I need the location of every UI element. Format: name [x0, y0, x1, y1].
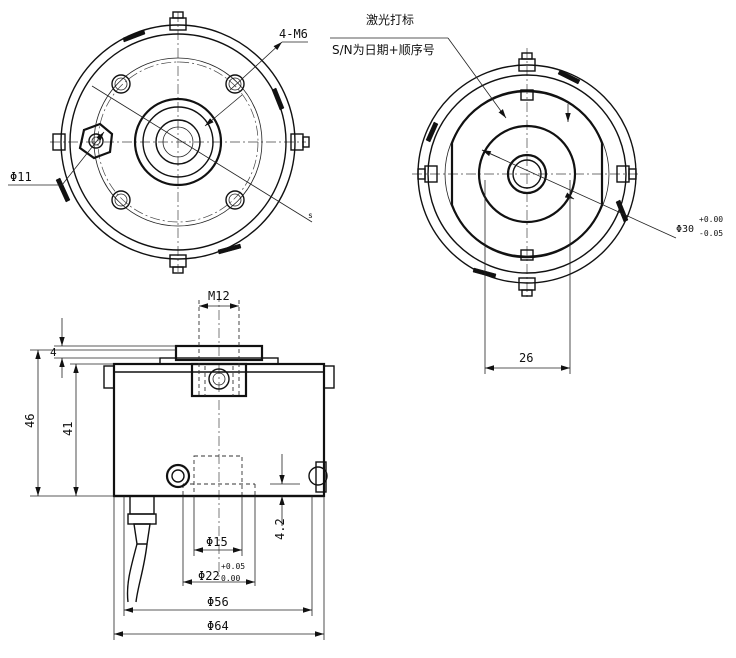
serial-note-label: S/N为日期+顺序号 [332, 42, 435, 57]
thread-m12-label: M12 [208, 289, 230, 303]
cable-gland-icon [78, 122, 114, 160]
dia-15-label: Φ15 [206, 535, 228, 549]
m6-hole [225, 190, 245, 210]
dim-41-label: 41 [61, 422, 75, 436]
dia-22-tol-upper: +0.05 [221, 562, 245, 571]
dia-64-label: Φ64 [207, 619, 229, 633]
top-view: Φ11 4-M6 s [8, 11, 313, 274]
dia-22-label: Φ22 [198, 569, 220, 583]
dim-4-label: 4 [50, 346, 57, 359]
dim-4-2-label: 4.2 [273, 518, 287, 540]
dia-22-tol-lower: 0.00 [221, 574, 240, 583]
dim-26-label: 26 [519, 351, 533, 365]
dim-46-label: 46 [23, 414, 37, 428]
thread-4m6-label: 4-M6 [279, 27, 308, 41]
dia-56-label: Φ56 [207, 595, 229, 609]
m6-hole [111, 74, 131, 94]
dia-30-label: Φ30 [676, 224, 694, 235]
m6-hole [111, 190, 131, 210]
side-view: 46 4 41 M12 4.2 Φ15 Φ22 +0.05 0.00 [23, 289, 335, 640]
bottom-view: 激光打标 S/N为日期+顺序号 Φ30 +0.00 -0.05 26 [330, 13, 723, 374]
laser-mark-label: 激光打标 [366, 13, 414, 27]
svg-text:s: s [308, 211, 313, 220]
m6-hole [225, 74, 245, 94]
dia-11-label: Φ11 [10, 170, 32, 184]
dia-30-tol-upper: +0.00 [699, 215, 723, 224]
dia-30-tol-lower: -0.05 [699, 229, 723, 238]
